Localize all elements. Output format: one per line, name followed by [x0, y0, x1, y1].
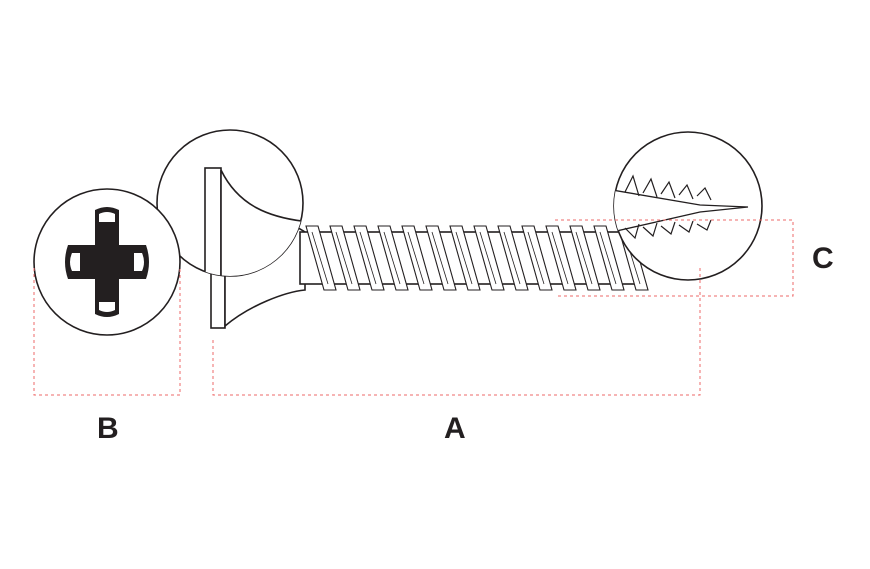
thread-crest	[425, 225, 457, 291]
sharp-point-detail	[613, 131, 763, 281]
thread-root-line	[575, 231, 593, 285]
phillips-recess-icon	[65, 207, 149, 317]
thread-root-line	[335, 231, 353, 285]
thread-root-line	[551, 231, 569, 285]
sharp-point-thread	[624, 174, 640, 240]
screw-threads	[305, 225, 649, 291]
thread-root-line	[455, 231, 473, 285]
thread-root-line	[407, 231, 425, 285]
thread-crest	[353, 225, 385, 291]
thread-crest	[497, 225, 529, 291]
thread-crest	[329, 225, 361, 291]
sharp-point-shape	[614, 189, 749, 233]
thread-root-line	[527, 231, 545, 285]
thread-root-line	[479, 231, 497, 285]
thread-root-line	[311, 231, 329, 285]
phillips-head-detail	[33, 188, 181, 336]
thread-root-line	[599, 231, 617, 285]
thread-root-line	[503, 231, 521, 285]
dimension-b-bracket	[33, 268, 181, 396]
dimension-c-bracket	[555, 219, 794, 297]
thread-crest	[449, 225, 481, 291]
thread-crest	[521, 225, 553, 291]
thread-root-line	[359, 231, 377, 285]
thread-crest	[569, 225, 601, 291]
dimension-lines	[33, 219, 794, 396]
dimension-b-label: B	[97, 412, 119, 445]
sharp-point-thread	[642, 177, 658, 238]
thread-crest	[305, 225, 337, 291]
thread-crest	[593, 225, 625, 291]
sharp-point-thread	[678, 183, 694, 233]
thread-crest	[545, 225, 577, 291]
thread-root-line	[383, 231, 401, 285]
thread-crest	[473, 225, 505, 291]
thread-crest	[377, 225, 409, 291]
thread-root-line	[431, 231, 449, 285]
thread-crest	[401, 225, 433, 291]
sharp-point-thread	[660, 180, 676, 236]
dimension-c-label: C	[812, 242, 834, 275]
sharp-point-thread	[696, 186, 712, 231]
dimension-a-label: A	[444, 412, 466, 445]
